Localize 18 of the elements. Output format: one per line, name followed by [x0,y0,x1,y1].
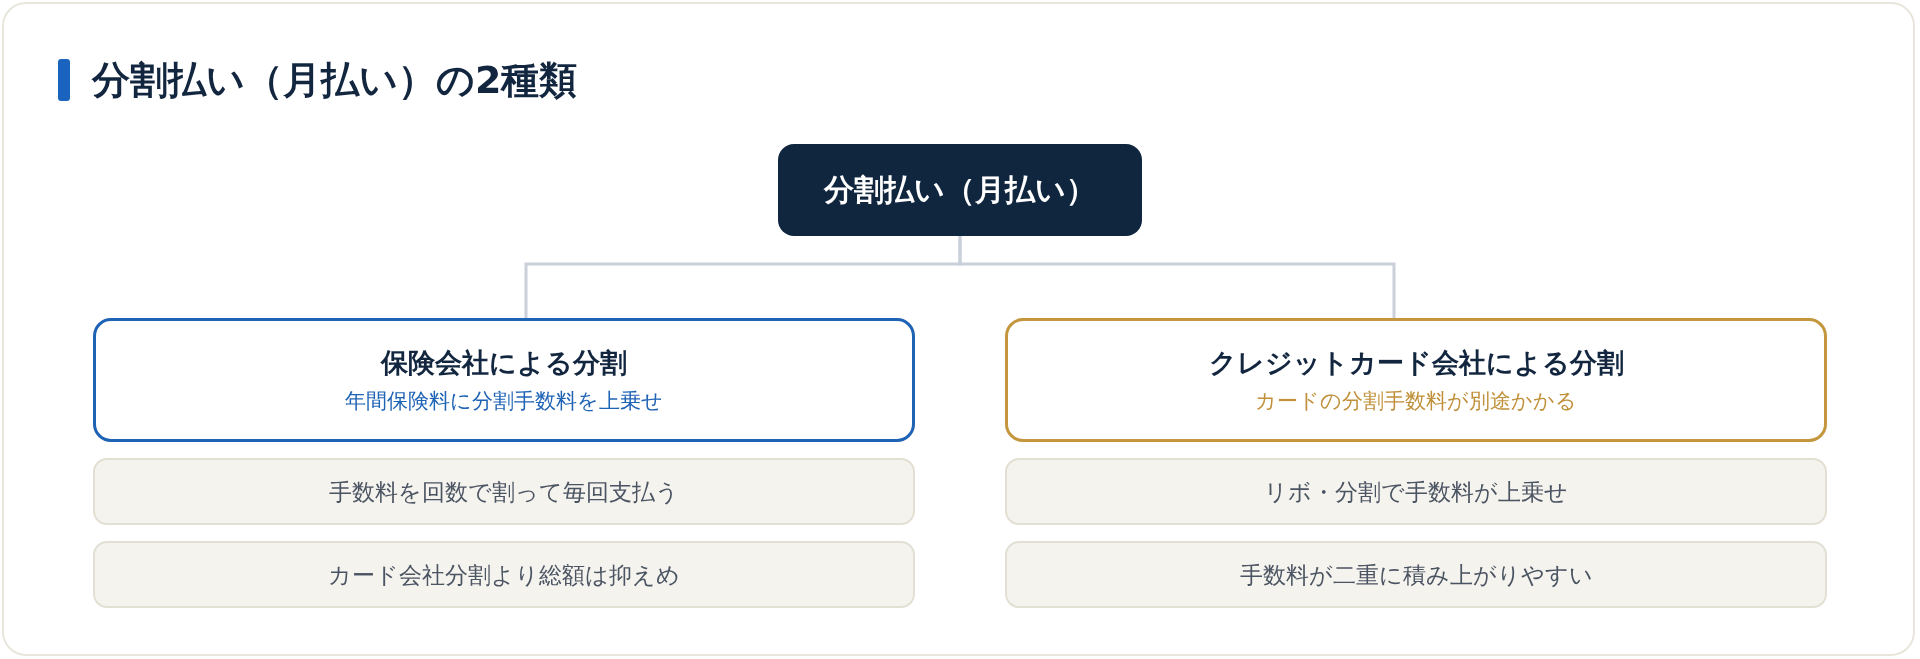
node-subtitle: カードの分割手数料が別途かかる [1255,388,1577,415]
node-label: リボ・分割で手数料が上乗せ [1264,477,1568,507]
detail-box [1005,458,1827,525]
branch-box [93,318,915,442]
detail-box [1005,541,1827,608]
node-label: 手数料を回数で割って毎回支払う [329,477,679,507]
node-label: 手数料が二重に積み上がりやすい [1239,560,1593,590]
node-title: 保険会社による分割 [381,346,627,380]
node-subtitle: 年間保険料に分割手数料を上乗せ [345,388,663,415]
node-title: クレジットカード会社による分割 [1208,346,1624,380]
detail-box [93,458,915,525]
connector-line [958,236,1396,318]
detail-box [93,541,915,608]
diagram-title: 分割払い（月払い）の2種類 [92,57,578,104]
node-label: カード会社分割より総額は抑えめ [328,560,680,590]
node-label: 分割払い（月払い） [824,171,1096,209]
category-box [778,144,1142,236]
branch-box [1005,318,1827,442]
